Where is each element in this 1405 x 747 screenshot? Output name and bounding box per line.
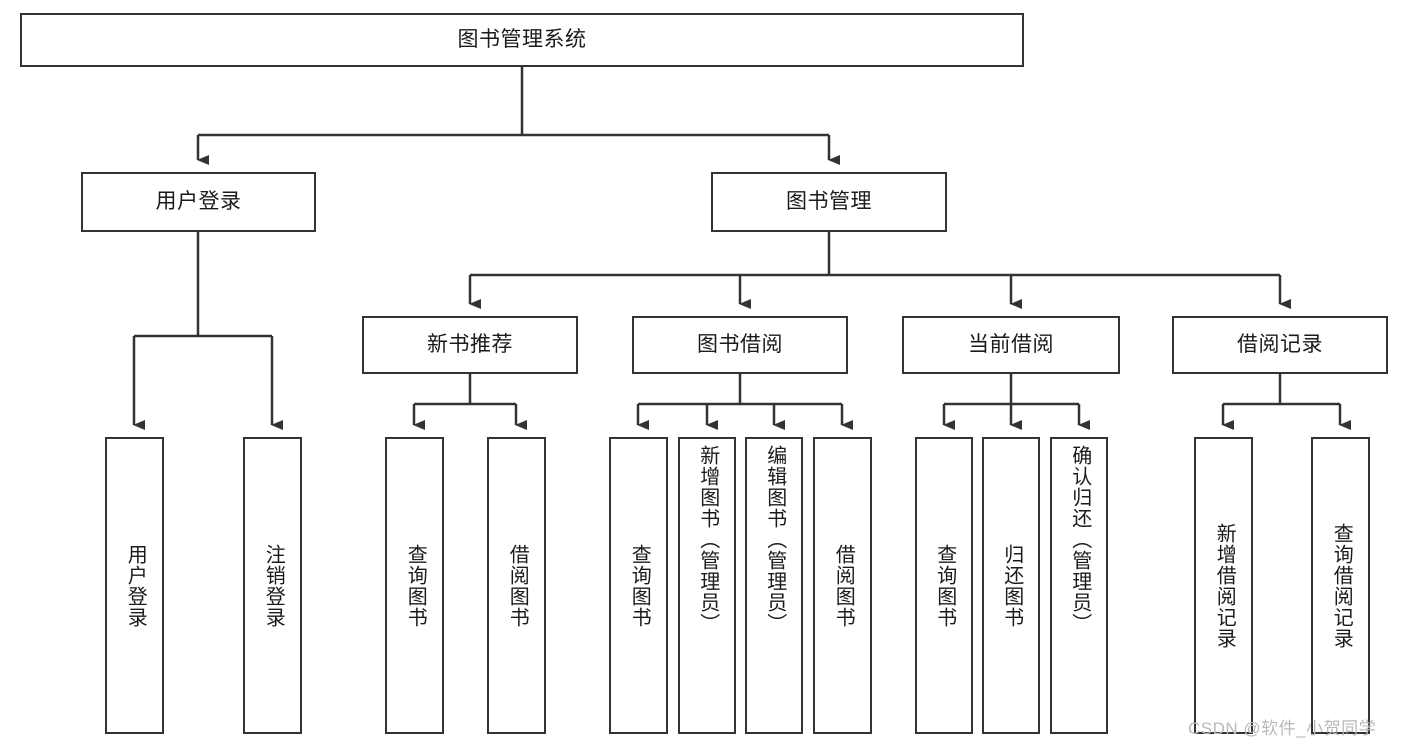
node-leaf-record-add-label: 新增借阅记录 (1213, 522, 1236, 649)
node-leaf-user-logout-label: 注销登录 (262, 543, 285, 628)
node-leaf-user-login-label: 用户登录 (124, 543, 147, 628)
node-book-borrow-label: 图书借阅 (697, 332, 783, 356)
node-user-login[interactable]: 用户登录 (81, 172, 316, 232)
node-leaf-borrow-lend-book-label: 借阅图书 (832, 543, 855, 628)
node-leaf-current-return-book[interactable]: 归还图书 (982, 437, 1040, 734)
node-leaf-current-return-book-label: 归还图书 (1000, 543, 1023, 628)
node-leaf-current-query-book-label: 查询图书 (933, 543, 956, 628)
node-user-login-label: 用户登录 (155, 189, 242, 213)
node-leaf-borrow-add-book[interactable]: 新增图书（管理员） (678, 437, 736, 734)
node-leaf-borrow-edit-book[interactable]: 编辑图书（管理员） (745, 437, 803, 734)
node-leaf-record-add[interactable]: 新增借阅记录 (1194, 437, 1253, 734)
node-leaf-borrow-add-book-label: 新增图书（管理员） (696, 445, 719, 634)
node-leaf-current-confirm-return-label: 确认归还（管理员） (1068, 445, 1091, 634)
node-leaf-rec-query-book-label: 查询图书 (404, 543, 427, 628)
node-borrow-record-label: 借阅记录 (1237, 332, 1323, 356)
node-current-borrow[interactable]: 当前借阅 (902, 316, 1120, 374)
node-new-book-rec-label: 新书推荐 (427, 332, 513, 356)
node-leaf-current-confirm-return[interactable]: 确认归还（管理员） (1050, 437, 1108, 734)
node-book-admin[interactable]: 图书管理 (711, 172, 947, 232)
node-leaf-borrow-lend-book[interactable]: 借阅图书 (813, 437, 872, 734)
node-leaf-rec-borrow-book[interactable]: 借阅图书 (487, 437, 546, 734)
node-leaf-borrow-query-book-label: 查询图书 (628, 543, 651, 628)
node-leaf-borrow-edit-book-label: 编辑图书（管理员） (763, 445, 786, 634)
node-root-label: 图书管理系统 (457, 27, 587, 51)
node-leaf-current-query-book[interactable]: 查询图书 (915, 437, 973, 734)
node-leaf-user-login[interactable]: 用户登录 (105, 437, 164, 734)
node-leaf-rec-query-book[interactable]: 查询图书 (385, 437, 444, 734)
csdn-watermark: CSDN @软件_小贺同学 (1188, 719, 1377, 738)
node-leaf-borrow-query-book[interactable]: 查询图书 (609, 437, 668, 734)
node-leaf-rec-borrow-book-label: 借阅图书 (506, 543, 529, 628)
node-leaf-record-query-label: 查询借阅记录 (1330, 522, 1353, 649)
node-new-book-rec[interactable]: 新书推荐 (362, 316, 578, 374)
node-book-admin-label: 图书管理 (786, 189, 872, 213)
node-leaf-user-logout[interactable]: 注销登录 (243, 437, 302, 734)
node-root[interactable]: 图书管理系统 (20, 13, 1024, 67)
node-borrow-record[interactable]: 借阅记录 (1172, 316, 1388, 374)
node-book-borrow[interactable]: 图书借阅 (632, 316, 848, 374)
node-current-borrow-label: 当前借阅 (968, 332, 1054, 356)
node-leaf-record-query[interactable]: 查询借阅记录 (1311, 437, 1370, 734)
